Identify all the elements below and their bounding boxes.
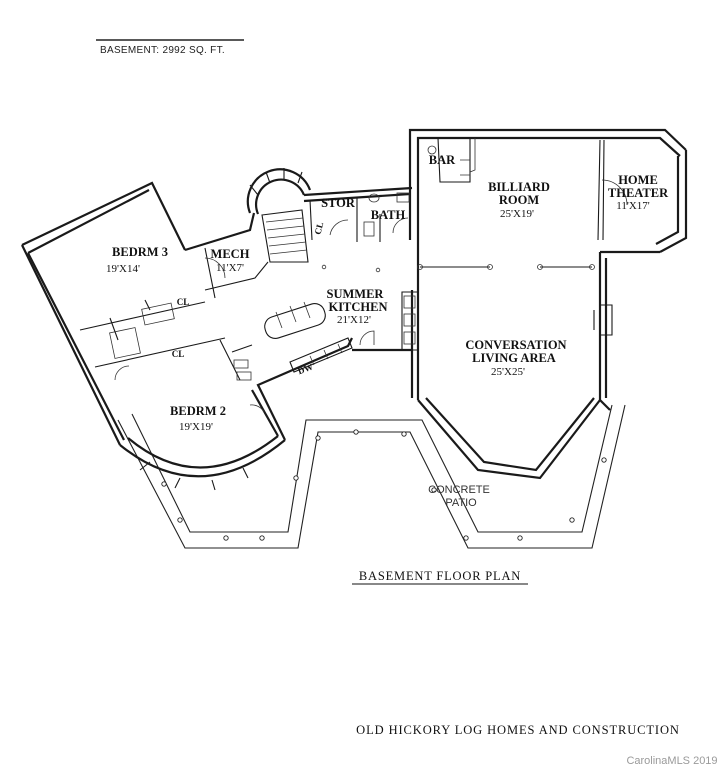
theater-name2: THEATER (608, 186, 669, 200)
company-name: OLD HICKORY LOG HOMES AND CONSTRUCTION (356, 723, 680, 737)
bath-label: BATH (371, 208, 406, 222)
bedroom3-name: BEDRM 3 (112, 245, 168, 259)
watermark: CarolinaMLS 2019 (626, 755, 717, 767)
conversation-name2: LIVING AREA (472, 351, 556, 365)
room-bedroom-2: BEDRM 2 19'X19' (170, 404, 226, 433)
room-bedroom-3: BEDRM 3 19'X14' (106, 245, 168, 275)
kitchen-size: 21'X12' (337, 314, 371, 326)
room-mech: MECH 11'X7' (211, 247, 250, 274)
closet3-label: CL (172, 349, 185, 359)
bedroom2-name: BEDRM 2 (170, 404, 226, 418)
concrete-patio (117, 404, 626, 549)
closet1-label: CL (313, 221, 326, 236)
floor-plan-title: BASEMENT FLOOR PLAN (359, 569, 521, 583)
conversation-size: 25'X25' (491, 366, 525, 378)
dishwasher-label: DW (296, 362, 314, 377)
theater-size: 11'X17' (616, 200, 650, 212)
theater-name1: HOME (618, 173, 658, 187)
kitchen-name2: KITCHEN (328, 300, 387, 314)
stor-label: STOR (321, 196, 356, 210)
conversation-name1: CONVERSATION (465, 338, 566, 352)
interior-walls (79, 137, 628, 413)
room-home-theater: HOME THEATER 11'X17' (608, 173, 669, 212)
mech-size: 11'X7' (216, 262, 244, 274)
patio-label-1: CONCRETE (428, 484, 490, 496)
bedroom3-size: 19'X14' (106, 263, 140, 275)
billiard-name2: ROOM (499, 193, 539, 207)
bedroom2-size: 19'X19' (179, 421, 213, 433)
basement-area-label: BASEMENT: 2992 SQ. FT. (100, 45, 225, 56)
room-conversation-living: CONVERSATION LIVING AREA 25'X25' (465, 338, 566, 378)
room-billiard: BILLIARD ROOM 25'X19' (488, 180, 550, 220)
patio-label-2: PATIO (445, 497, 477, 509)
billiard-name1: BILLIARD (488, 180, 550, 194)
billiard-size: 25'X19' (500, 208, 534, 220)
mech-name: MECH (211, 247, 250, 261)
room-summer-kitchen: SUMMER KITCHEN 21'X12' (327, 287, 388, 326)
kitchen-name1: SUMMER (327, 287, 385, 301)
bar-label: BAR (429, 153, 456, 167)
closet2-label: CL (177, 297, 190, 307)
